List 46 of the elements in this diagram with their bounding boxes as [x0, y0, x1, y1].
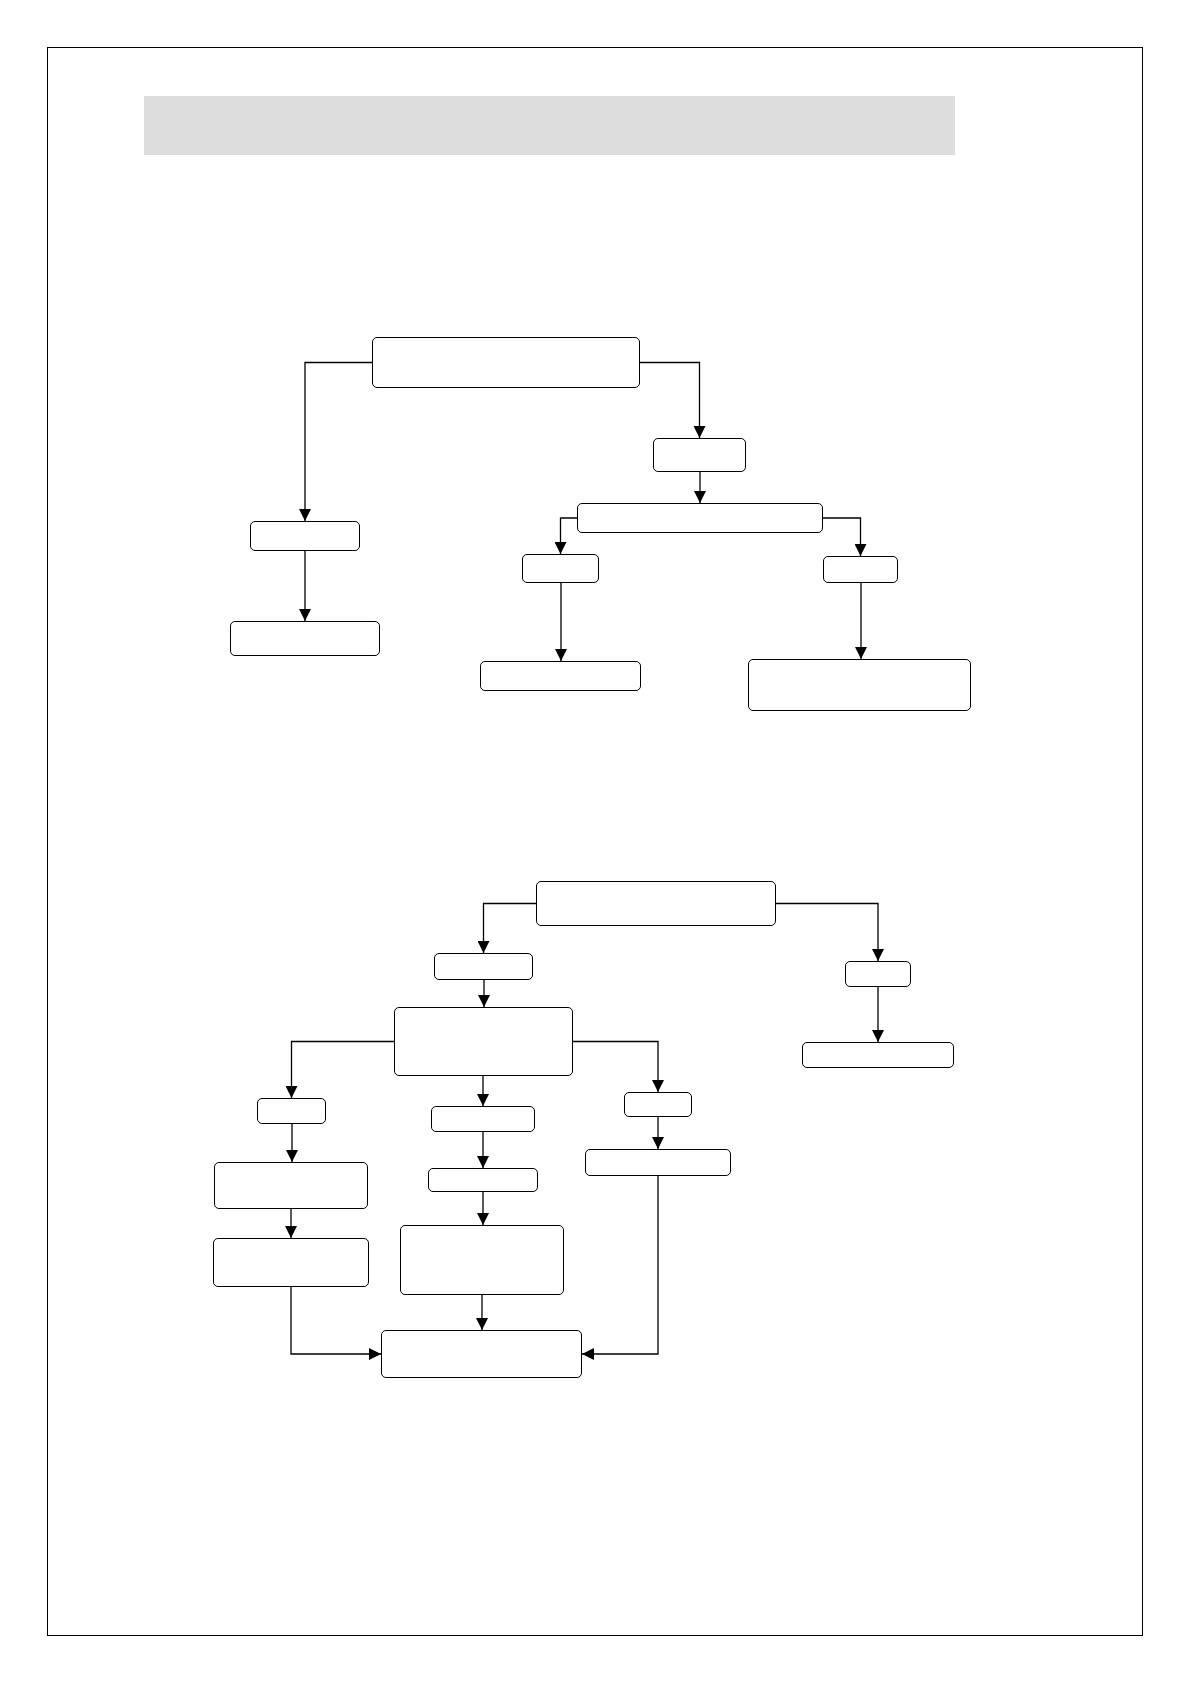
process-box [213, 1238, 369, 1287]
arrow [478, 979, 490, 1008]
process-box [431, 1106, 535, 1132]
process-box [428, 1168, 538, 1192]
process-box [748, 659, 971, 711]
process-box [257, 1098, 326, 1124]
arrow [285, 1208, 297, 1239]
arrow [290, 1286, 382, 1360]
process-box [230, 621, 380, 656]
process-box [585, 1149, 731, 1176]
process-box [845, 961, 911, 987]
arrow [822, 517, 867, 557]
process-box [653, 438, 746, 472]
arrow [572, 1040, 664, 1093]
arrow [477, 902, 537, 954]
process-box [536, 881, 776, 926]
arrow [285, 1040, 395, 1099]
arrow [299, 361, 373, 522]
process-box [381, 1330, 582, 1378]
process-box [480, 661, 641, 691]
arrow [855, 582, 867, 660]
process-box [400, 1225, 564, 1295]
process-box [802, 1042, 954, 1068]
process-box [624, 1092, 692, 1117]
process-box [372, 337, 640, 388]
arrow [476, 1294, 488, 1331]
arrow [555, 582, 567, 662]
arrow [477, 1075, 489, 1107]
arrow [775, 902, 884, 962]
arrow [652, 1116, 664, 1150]
arrow [477, 1131, 489, 1169]
process-box [250, 521, 360, 551]
process-box [522, 554, 599, 583]
arrow [872, 986, 884, 1043]
process-box [577, 503, 823, 533]
arrow [286, 1123, 298, 1163]
arrow [581, 1175, 659, 1360]
arrow [299, 550, 311, 622]
process-box [394, 1007, 573, 1076]
process-box [823, 556, 898, 583]
process-box [434, 953, 533, 980]
arrow [694, 471, 706, 504]
arrow [477, 1191, 489, 1226]
arrow [639, 361, 706, 439]
arrow [554, 517, 578, 555]
process-box [214, 1162, 368, 1209]
